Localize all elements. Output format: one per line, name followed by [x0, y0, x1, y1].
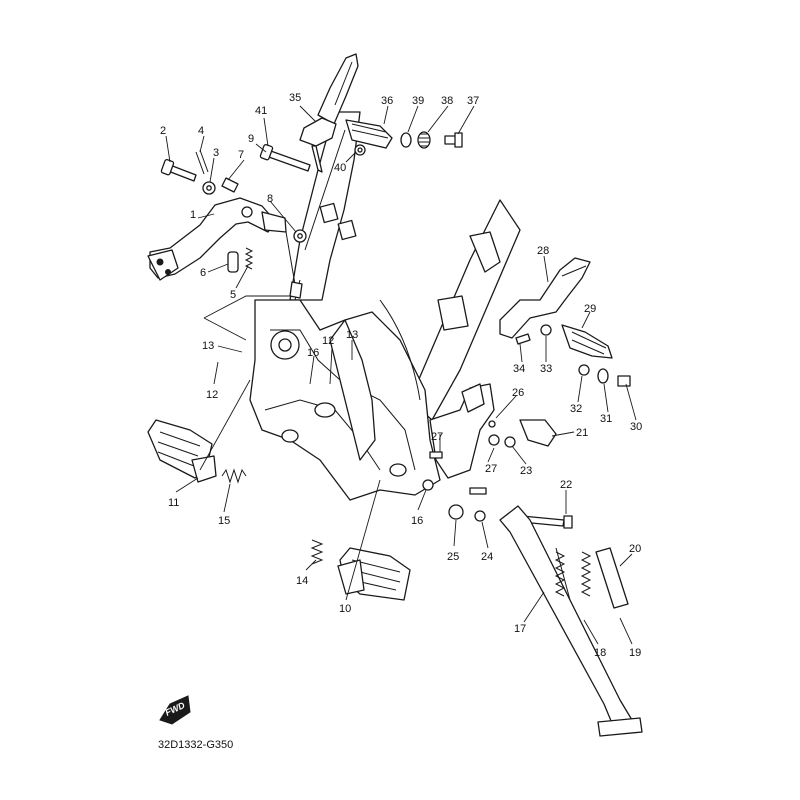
callout-31: 31: [600, 413, 612, 425]
callout-12-center: 12: [322, 335, 334, 347]
callout-15: 15: [218, 515, 230, 527]
callout-14: 14: [296, 575, 308, 587]
callout-16-bottom: 16: [411, 515, 423, 527]
callout-38: 38: [441, 95, 453, 107]
sidestand: [499, 505, 643, 737]
fwd-arrow-icon: FWD: [159, 695, 191, 725]
rear-footrest-bracket: [499, 257, 631, 387]
callout-5: 5: [230, 289, 236, 301]
callout-22: 22: [560, 479, 572, 491]
callout-36: 36: [381, 95, 393, 107]
callout-25: 25: [447, 551, 459, 563]
callout-33: 33: [540, 363, 552, 375]
callout-40: 40: [334, 162, 346, 174]
shift-pedal-assembly: [299, 53, 463, 173]
callout-28: 28: [537, 245, 549, 257]
callout-27-right: 27: [485, 463, 497, 475]
callout-18: 18: [594, 647, 606, 659]
callout-10: 10: [339, 603, 351, 615]
callout-30: 30: [630, 421, 642, 433]
callout-20: 20: [629, 543, 641, 555]
callout-26: 26: [512, 387, 524, 399]
callout-17: 17: [514, 623, 526, 635]
callout-29: 29: [584, 303, 596, 315]
drawing-code: 32D1332-G350: [158, 739, 233, 751]
leader-lines: [165, 105, 637, 645]
main-frame: [249, 111, 521, 501]
callout-1: 1: [190, 209, 196, 221]
callout-41: 41: [255, 105, 267, 117]
right-footrest: [310, 539, 411, 601]
sidestand-bracket: [422, 383, 573, 529]
callout-19: 19: [629, 647, 641, 659]
callout-27-left: 27: [431, 431, 443, 443]
callout-3: 3: [213, 147, 219, 159]
callout-8: 8: [267, 193, 273, 205]
callout-9: 9: [248, 133, 254, 145]
callout-labels: 2 4 3 1 6 5 7 9 8 41 35 36 39 38 37 40 1…: [160, 92, 642, 659]
callout-12-left: 12: [206, 389, 218, 401]
callout-23: 23: [520, 465, 532, 477]
callout-6: 6: [200, 267, 206, 279]
callout-13-center: 13: [346, 329, 358, 341]
callout-11: 11: [168, 497, 179, 509]
callout-32: 32: [570, 403, 582, 415]
callout-37: 37: [467, 95, 479, 107]
callout-24: 24: [481, 551, 493, 563]
callout-2: 2: [160, 125, 166, 137]
callout-16-top: 16: [307, 347, 319, 359]
callout-7: 7: [238, 149, 244, 161]
callout-13-left: 13: [202, 340, 214, 352]
callout-34: 34: [513, 363, 525, 375]
callout-35: 35: [289, 92, 301, 104]
callout-39: 39: [412, 95, 424, 107]
callout-21: 21: [576, 427, 588, 439]
brake-pedal-assembly: [147, 143, 311, 299]
left-footrest: [147, 419, 247, 484]
callout-4: 4: [198, 125, 204, 137]
